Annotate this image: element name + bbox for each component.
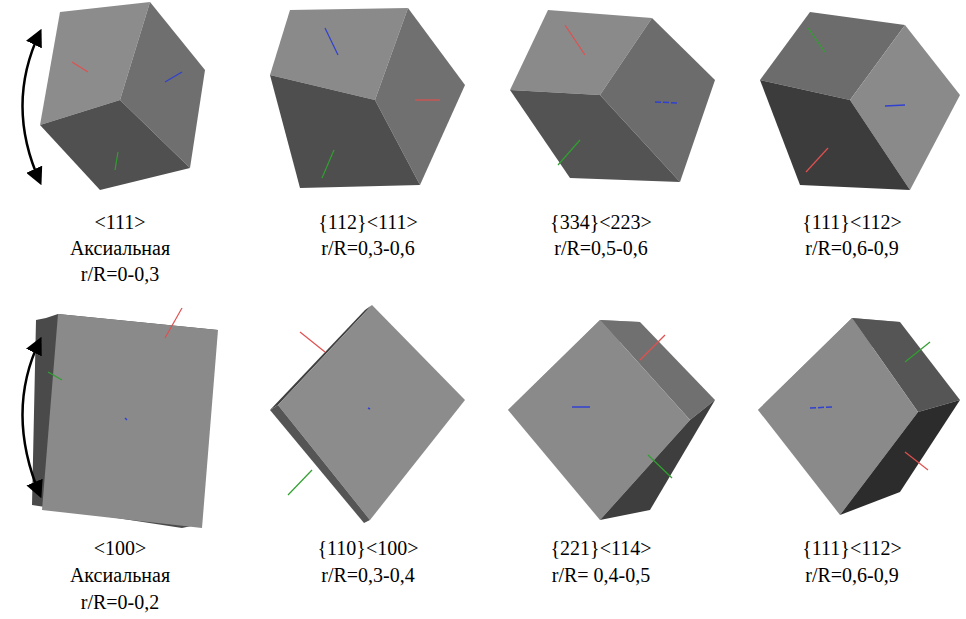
cube-110-100 (270, 305, 465, 523)
cube-100-axial (23, 308, 219, 528)
caption-line: r/R=0,3-0,6 (321, 236, 415, 260)
caption-line: <100> (94, 536, 147, 560)
caption-line: Аксиальная (70, 563, 170, 587)
caption-line: r/R=0-0,3 (81, 262, 160, 286)
cube-111-112-top (760, 12, 960, 190)
caption-line: {111}<112> (802, 210, 902, 234)
caption-line: r/R= 0,4-0,5 (552, 563, 651, 587)
caption-line: {110}<100> (317, 536, 418, 560)
cube-111-112-bottom (758, 318, 960, 515)
caption-line: <111> (94, 210, 145, 234)
caption-line: Аксиальная (70, 236, 170, 260)
caption-line: {334}<223> (550, 210, 652, 234)
caption-line: r/R=0,6-0,9 (805, 563, 899, 587)
caption-line: {221}<114> (550, 536, 651, 560)
caption-line: r/R=0,3-0,4 (321, 563, 415, 587)
caption-line: {112}<111> (318, 210, 418, 234)
cube-111-axial (23, 2, 206, 190)
caption-line: r/R=0,6-0,9 (805, 236, 899, 260)
cube-221-114 (508, 320, 715, 520)
caption-line: r/R=0,5-0,6 (554, 236, 648, 260)
caption-line: {111}<112> (802, 536, 902, 560)
cube-112-111 (270, 8, 465, 188)
cube-334-223 (510, 10, 715, 182)
caption-line: r/R=0-0,2 (81, 590, 160, 614)
